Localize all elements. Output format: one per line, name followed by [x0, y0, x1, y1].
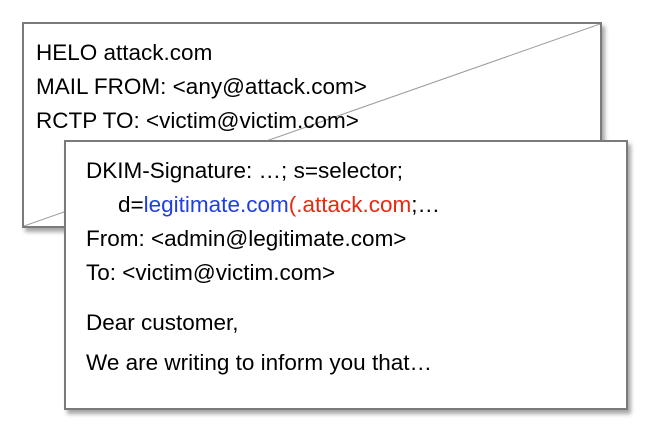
email-message: DKIM-Signature: …; s=selector; d=legitim… — [64, 140, 628, 410]
legitimate-domain: legitimate.com — [143, 192, 289, 217]
to-header-line: To: <victim@victim.com> — [86, 260, 336, 285]
envelope-flap-right — [311, 24, 600, 126]
attack-domain-suffix: (.attack.com — [288, 192, 412, 217]
body-line: We are writing to inform you that… — [86, 350, 432, 375]
rcpt-to-line: RCTP TO: <victim@victim.com> — [36, 108, 359, 133]
smtp-envelope-text: HELO attack.com MAIL FROM: <any@attack.c… — [36, 36, 367, 138]
dkim-domain-line: d=legitimate.com(.attack.com;… — [86, 188, 440, 222]
dkim-signature-line: DKIM-Signature: …; s=selector; — [86, 158, 403, 183]
greeting-line: Dear customer, — [86, 310, 239, 335]
dkim-d-prefix: d= — [118, 192, 144, 217]
email-message-text: DKIM-Signature: …; s=selector; d=legitim… — [86, 154, 440, 380]
dkim-tail: ;… — [411, 192, 441, 217]
from-header-line: From: <admin@legitimate.com> — [86, 226, 407, 251]
helo-line: HELO attack.com — [36, 40, 213, 65]
mail-from-line: MAIL FROM: <any@attack.com> — [36, 74, 367, 99]
